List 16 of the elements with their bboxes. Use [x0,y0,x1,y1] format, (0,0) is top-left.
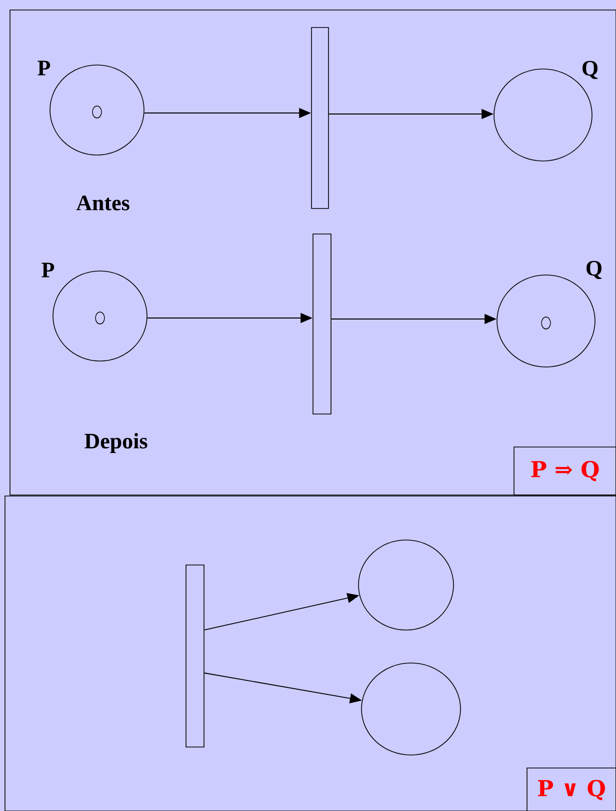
place-label: P [42,262,54,278]
formula-box: P ⇒ Q [514,446,616,496]
panel-frame [4,496,616,811]
transition-bar [312,234,332,414]
place-circle [358,540,454,630]
state-label: Depois [84,433,148,453]
place-label: P [38,60,50,76]
transition-bar [186,564,204,748]
place-label: Q [586,260,602,280]
transition-bar [311,27,329,209]
place-circle [52,270,148,362]
place-circle [50,64,144,156]
state-label: Antes [76,196,130,210]
place-circle [361,662,461,756]
place-label: Q [582,60,598,80]
formula-box: P ∨ Q [526,768,616,811]
